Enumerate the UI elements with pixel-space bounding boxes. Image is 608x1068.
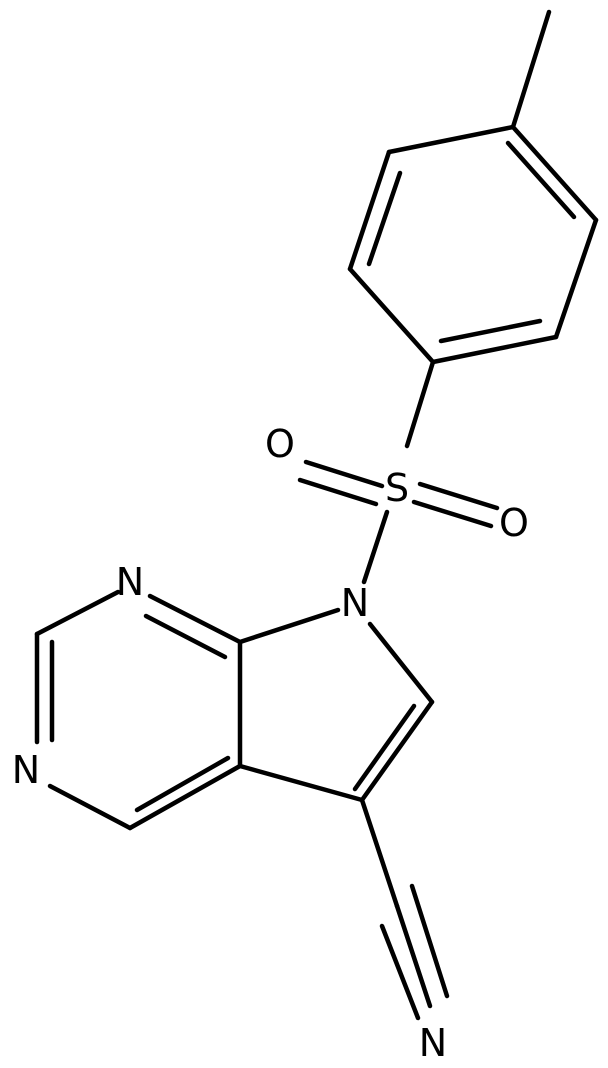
bond-ring-c6-c1 — [510, 124, 599, 223]
bond-s-o-upper-a — [303, 459, 385, 489]
bond-cn-triple-a — [379, 923, 421, 1021]
pyrrole-ring — [237, 607, 435, 803]
bond-ring-inner-1 — [366, 170, 403, 267]
bond-n1-c2 — [34, 589, 121, 637]
bond-ring-c4-c5 — [430, 334, 559, 365]
bond-ring-c3-c4 — [347, 266, 436, 365]
bond-ring-inner-2 — [438, 318, 543, 344]
bond-cn-triple-c — [409, 883, 450, 999]
sulfonyl-upper-oxygen-bond — [297, 459, 385, 507]
bond-c5-c4a — [237, 763, 365, 803]
bond-c4-c4a-inner — [134, 755, 231, 813]
bond-n7-c6 — [367, 621, 435, 705]
atom-nitrogen-nitrile: N — [419, 1021, 447, 1065]
bond-c6-c5-inner — [352, 703, 417, 792]
atom-oxygen-lower: O — [499, 501, 529, 545]
bond-ring-c1-c2 — [386, 124, 516, 155]
bond-c5-cn — [359, 797, 400, 909]
bond-c7a-n1-inner — [143, 613, 228, 660]
bond-ring-inner-3 — [505, 140, 577, 220]
bond-s-o-lower-b — [411, 499, 494, 529]
bond-ring-sulfur — [404, 359, 436, 449]
nitrile-group — [359, 797, 450, 1021]
atom-nitrogen-pyrimidine-left: N — [12, 748, 40, 792]
sulfonyl-lower-oxygen-bond — [411, 481, 500, 529]
bond-n3-c4 — [47, 783, 133, 831]
bond-cn-triple-b — [394, 903, 433, 1009]
bond-sulfur-nitrogen — [361, 509, 390, 585]
bond-ring-c5-c6 — [553, 217, 599, 340]
pyrimidine-ring — [34, 589, 243, 831]
bond-ring-c2-c3 — [347, 149, 392, 272]
bond-methyl — [510, 9, 552, 130]
bond-c6-c5 — [359, 699, 435, 803]
atom-nitrogen-pyrimidine-top: N — [116, 560, 144, 604]
bond-c7a-n1 — [147, 593, 243, 645]
bond-c4-c4a — [127, 763, 243, 831]
bond-c7a-n7 — [237, 607, 341, 645]
bond-s-o-lower-a — [417, 481, 500, 511]
tolyl-ring — [347, 124, 599, 365]
atom-oxygen-upper: O — [265, 422, 295, 466]
bond-s-o-upper-b — [297, 477, 379, 507]
atom-nitrogen-pyrrole: N — [341, 581, 369, 625]
atom-sulfur: S — [385, 466, 409, 510]
